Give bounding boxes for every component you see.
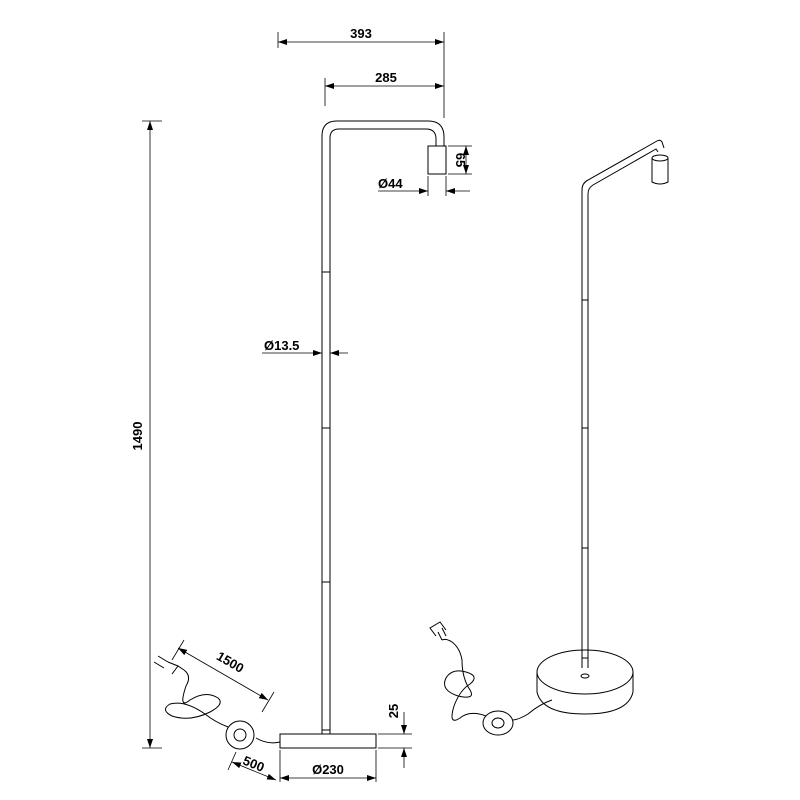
dim-arm-reach: 285 [324, 70, 444, 106]
dim-total-height-label: 1490 [130, 422, 145, 451]
perspective-socket [651, 154, 669, 185]
dim-total-width-label: 393 [350, 26, 372, 41]
dim-socket-diameter-label: Ø44 [378, 176, 403, 191]
front-view: 393 285 65 [130, 26, 472, 782]
dim-socket-height-label: 65 [453, 153, 468, 167]
dim-arm-reach-label: 285 [375, 70, 397, 85]
dim-pole-diameter: Ø13.5 [262, 338, 348, 356]
dim-switch-distance-label: 500 [241, 753, 267, 775]
perspective-view [429, 139, 669, 736]
dim-base-height-label: 25 [386, 704, 401, 718]
perspective-cable [429, 621, 553, 736]
lamp-socket: 65 Ø44 [378, 145, 472, 196]
dim-base-diameter-label: Ø230 [312, 762, 344, 777]
dim-pole-diameter-label: Ø13.5 [264, 338, 299, 353]
cable-and-switch: 1500 500 [153, 639, 281, 781]
dim-total-width: 393 [277, 26, 445, 118]
lamp-pole [321, 120, 445, 734]
perspective-pole [581, 139, 665, 668]
perspective-base [536, 649, 634, 715]
dim-total-height: 1490 [130, 120, 162, 749]
lamp-base: 25 Ø230 [279, 704, 412, 782]
